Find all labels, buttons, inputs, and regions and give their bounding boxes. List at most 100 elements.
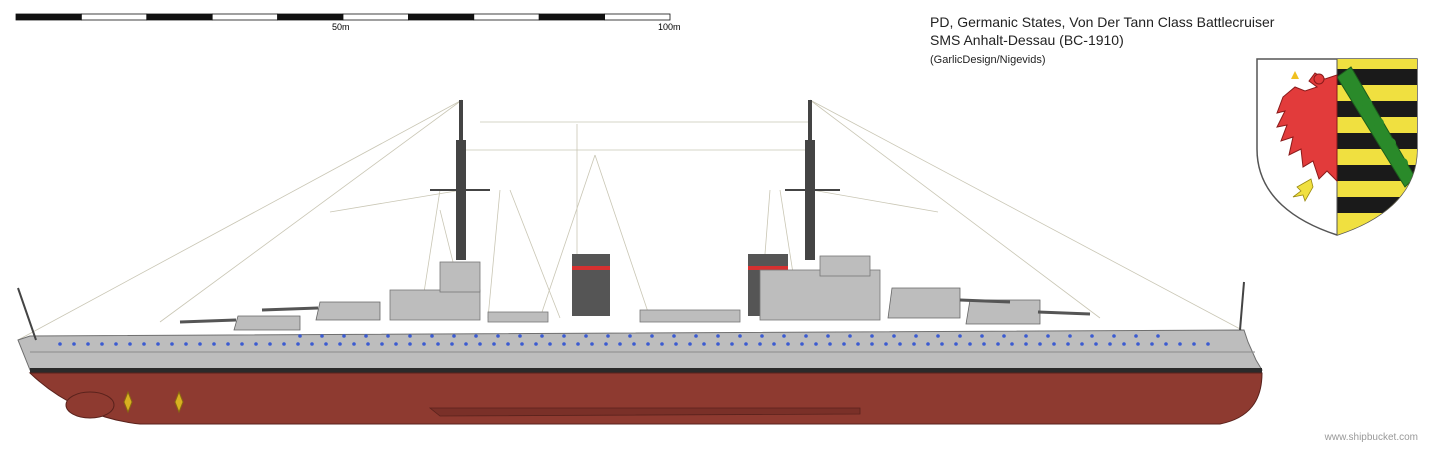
porthole — [1002, 334, 1006, 338]
porthole — [142, 342, 146, 346]
masts — [430, 100, 840, 260]
porthole — [958, 334, 962, 338]
scale-label-50m: 50m — [332, 22, 350, 32]
porthole — [1136, 342, 1140, 346]
porthole — [320, 334, 324, 338]
porthole — [436, 342, 440, 346]
porthole — [422, 342, 426, 346]
porthole — [1066, 342, 1070, 346]
porthole — [394, 342, 398, 346]
porthole — [1094, 342, 1098, 346]
anhalt-dessau-shield-icon — [1256, 58, 1418, 236]
funnel-fore — [572, 254, 610, 316]
porthole — [842, 342, 846, 346]
porthole — [240, 342, 244, 346]
porthole — [1068, 334, 1072, 338]
porthole — [786, 342, 790, 346]
porthole — [464, 342, 468, 346]
porthole — [996, 342, 1000, 346]
porthole — [86, 342, 90, 346]
porthole — [1052, 342, 1056, 346]
porthole — [672, 334, 676, 338]
scale-segment — [407, 13, 475, 21]
porthole — [912, 342, 916, 346]
porthole — [100, 342, 104, 346]
porthole — [694, 334, 698, 338]
porthole — [870, 342, 874, 346]
porthole — [898, 342, 902, 346]
porthole — [584, 334, 588, 338]
porthole — [660, 342, 664, 346]
main-turrets — [233, 287, 1041, 331]
porthole — [296, 342, 300, 346]
porthole — [408, 342, 412, 346]
porthole — [936, 334, 940, 338]
porthole — [982, 342, 986, 346]
porthole — [534, 342, 538, 346]
porthole — [338, 342, 342, 346]
porthole — [744, 342, 748, 346]
porthole — [804, 334, 808, 338]
porthole — [380, 342, 384, 346]
porthole — [282, 342, 286, 346]
shipbucket-watermark: www.shipbucket.com — [1324, 432, 1418, 443]
porthole — [452, 334, 456, 338]
porthole — [1164, 342, 1168, 346]
porthole — [716, 342, 720, 346]
porthole — [1046, 334, 1050, 338]
porthole — [364, 334, 368, 338]
porthole — [128, 342, 132, 346]
ship-title-line1: PD, Germanic States, Von Der Tann Class … — [930, 14, 1275, 30]
porthole — [298, 334, 302, 338]
porthole — [892, 334, 896, 338]
scale-segment — [15, 13, 82, 21]
rudder — [65, 391, 115, 419]
porthole — [856, 342, 860, 346]
porthole — [474, 334, 478, 338]
porthole — [430, 334, 434, 338]
porthole — [198, 342, 202, 346]
porthole — [212, 342, 216, 346]
scale-segment — [81, 13, 148, 21]
porthole — [632, 342, 636, 346]
porthole — [386, 334, 390, 338]
porthole — [826, 334, 830, 338]
porthole — [1024, 342, 1028, 346]
designer-credit: (GarlicDesign/Nigevids) — [930, 54, 1046, 66]
porthole — [518, 334, 522, 338]
scale-segment — [277, 13, 344, 21]
porthole — [58, 342, 62, 346]
porthole — [730, 342, 734, 346]
porthole — [1206, 342, 1210, 346]
porthole — [114, 342, 118, 346]
porthole — [674, 342, 678, 346]
porthole — [1090, 334, 1094, 338]
gun-barrels — [179, 298, 1091, 324]
porthole — [1178, 342, 1182, 346]
porthole — [268, 342, 272, 346]
porthole — [1010, 342, 1014, 346]
porthole — [408, 334, 412, 338]
porthole — [506, 342, 510, 346]
porthole — [590, 342, 594, 346]
ship-profile — [17, 99, 1263, 425]
superstructure — [389, 255, 881, 323]
porthole — [1122, 342, 1126, 346]
porthole — [758, 342, 762, 346]
porthole — [646, 342, 650, 346]
scale-segment — [538, 13, 606, 21]
hull-upper — [17, 329, 1263, 371]
porthole — [1112, 334, 1116, 338]
boot-top — [30, 368, 1262, 373]
porthole — [884, 342, 888, 346]
porthole — [478, 342, 482, 346]
porthole — [870, 334, 874, 338]
hull-lower — [28, 372, 1263, 425]
porthole — [170, 342, 174, 346]
porthole — [184, 342, 188, 346]
scale-label-100m: 100m — [658, 22, 681, 32]
porthole — [1080, 342, 1084, 346]
porthole — [800, 342, 804, 346]
porthole — [342, 334, 346, 338]
